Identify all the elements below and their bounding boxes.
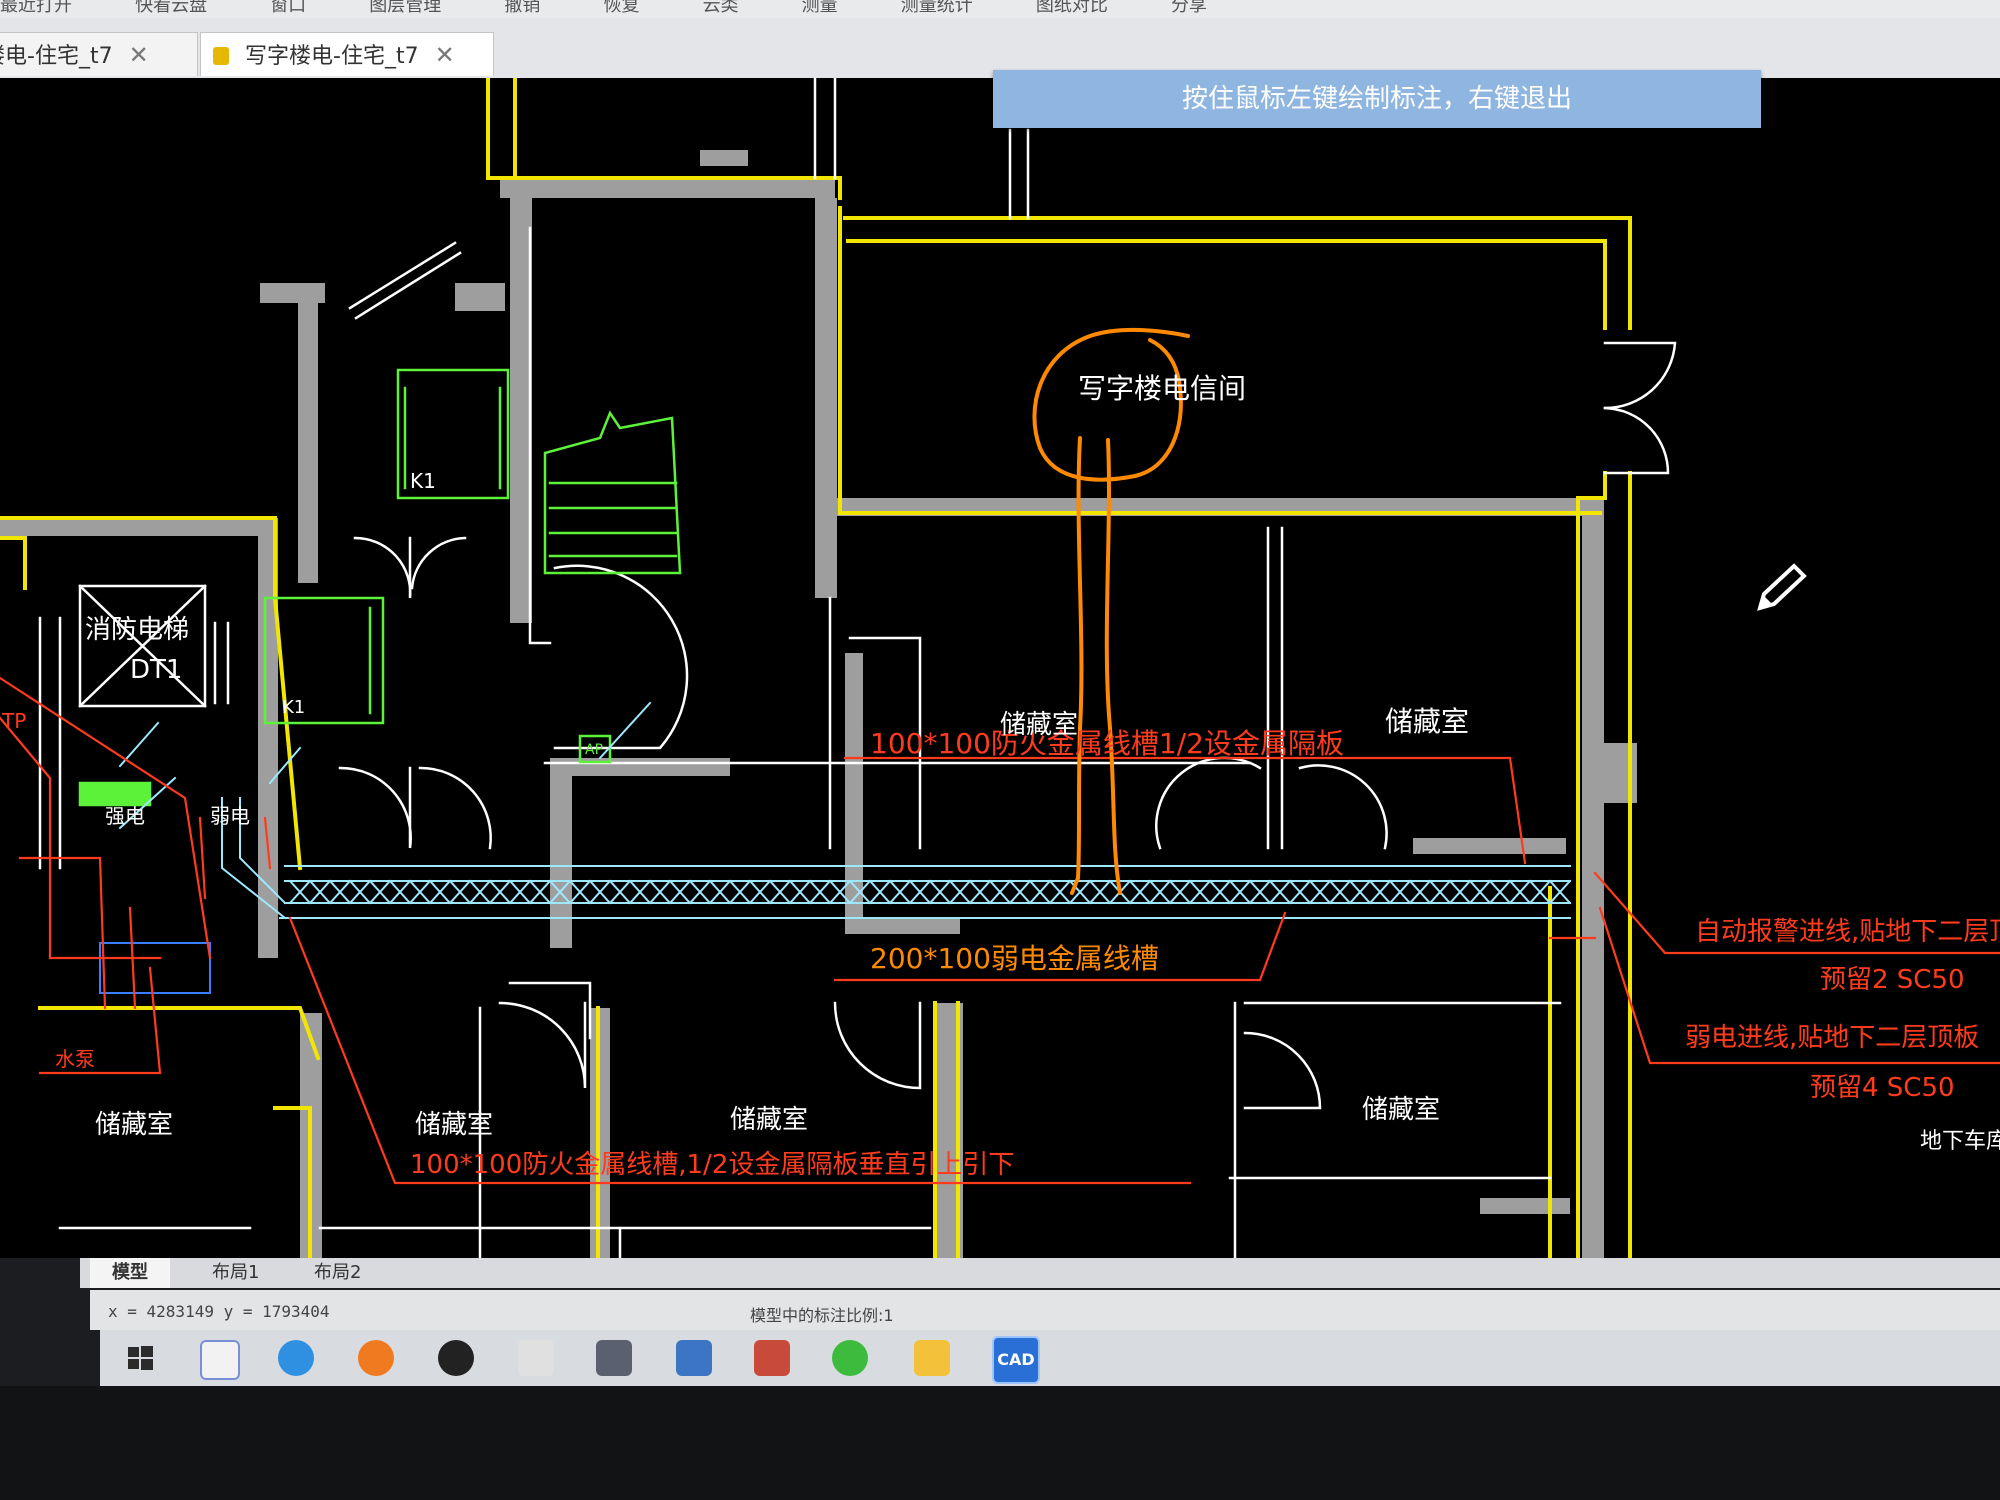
menu-item-compare[interactable]: 图纸对比 <box>1035 0 1108 16</box>
label-garage: 地下车库 <box>1920 1129 2000 1154</box>
windows-start-icon[interactable] <box>122 1340 158 1376</box>
spreadsheet-icon[interactable] <box>676 1340 712 1376</box>
annotation-scale: 模型中的标注比例:1 <box>750 1306 894 1325</box>
wechat-icon[interactable] <box>832 1340 868 1376</box>
label-k1: K1 <box>410 469 436 493</box>
archive-icon[interactable] <box>754 1340 790 1376</box>
tab-document-1[interactable]: 楼电-住宅_t7 ✕ <box>0 32 198 76</box>
tab-label: 写字楼电-住宅_t7 <box>245 44 419 69</box>
label-distribution-a: 强电 <box>105 804 145 828</box>
tab-document-2[interactable]: 写字楼电-住宅_t7 ✕ <box>200 32 494 76</box>
document-tab-bar: 楼电-住宅_t7 ✕ 写字楼电-住宅_t7 ✕ <box>0 18 2000 80</box>
label-office-telecom-room: 写字楼电信间 <box>1078 372 1246 405</box>
layout-tab-bar: 模型 布局1 布局2 <box>80 1258 2000 1288</box>
label-ap: AP <box>585 742 603 758</box>
status-bar: x = 4283149 y = 1793404 模型中的标注比例:1 <box>90 1290 2000 1330</box>
label-fire-tray-2: 100*100防火金属线槽,1/2设金属隔板垂直引上引下 <box>410 1150 1014 1180</box>
label-weak-tray: 200*100弱电金属线槽 <box>870 942 1159 975</box>
lock-icon <box>213 47 229 65</box>
label-dt1: DT1 <box>130 655 182 685</box>
label-tp: TP <box>1 709 26 733</box>
menu-item-cloud-type[interactable]: 云类 <box>702 0 739 16</box>
label-reserve-4-sc50: 预留4 SC50 <box>1810 1073 1955 1103</box>
menu-bar: 最近打开 快看云盘 窗口 图层管理 撤销 恢复 云类 测量 测量统计 图纸对比 … <box>0 0 2000 18</box>
tab-layout-1[interactable]: 布局1 <box>212 1262 260 1283</box>
sogou-icon[interactable] <box>358 1340 394 1376</box>
menu-item-measure[interactable]: 测量 <box>801 0 838 16</box>
label-fire-tray-1: 100*100防火金属线槽1/2设金属隔板 <box>870 727 1344 760</box>
close-icon[interactable]: ✕ <box>128 41 149 69</box>
pen-icon[interactable] <box>518 1340 554 1376</box>
cursor-coordinates: x = 4283149 y = 1793404 <box>108 1302 330 1321</box>
cad-icon-label: CAD <box>997 1350 1035 1369</box>
label-storage-bl: 储藏室 <box>95 1110 173 1140</box>
menu-item-window[interactable]: 窗口 <box>270 0 307 16</box>
label-reserve-2-sc50: 预留2 SC50 <box>1820 965 1965 995</box>
calculator-icon[interactable] <box>596 1340 632 1376</box>
label-distribution-b: 弱电 <box>210 804 250 828</box>
label-storage-b2: 储藏室 <box>730 1105 808 1135</box>
label-storage: 储藏室 <box>1362 1095 1440 1125</box>
menu-item-cloud[interactable]: 快看云盘 <box>135 0 208 16</box>
folder-icon[interactable] <box>914 1340 950 1376</box>
label-storage-b1: 储藏室 <box>415 1110 493 1140</box>
tab-label: 楼电-住宅_t7 <box>0 44 113 69</box>
close-icon[interactable]: ✕ <box>434 41 455 69</box>
label-weak-inlet: 弱电进线,贴地下二层顶板 <box>1685 1023 1979 1053</box>
command-hint-banner: 按住鼠标左键绘制标注，右键退出 <box>993 70 1761 128</box>
photos-icon[interactable] <box>200 1340 240 1380</box>
browser-icon[interactable] <box>278 1340 314 1376</box>
taskbar: CAD <box>100 1330 2000 1386</box>
label-pump: 水泵 <box>55 1047 95 1071</box>
tab-layout-2[interactable]: 布局2 <box>314 1262 362 1283</box>
menu-item-undo[interactable]: 撤销 <box>504 0 541 16</box>
qq-icon[interactable] <box>438 1340 474 1376</box>
label-fire-alarm-inlet: 自动报警进线,贴地下二层顶板 <box>1695 917 2000 947</box>
menu-item-measure-stats[interactable]: 测量统计 <box>900 0 973 16</box>
menu-item-share[interactable]: 分享 <box>1170 0 1207 16</box>
cad-icon[interactable]: CAD <box>992 1336 1040 1384</box>
tab-model[interactable]: 模型 <box>90 1258 170 1288</box>
label-fire-elevator: 消防电梯 <box>85 615 189 645</box>
label-storage-right: 储藏室 <box>1385 705 1469 738</box>
menu-item-recent[interactable]: 最近打开 <box>0 0 72 16</box>
label-storage-mid: 储藏室 <box>1000 710 1078 740</box>
menu-item-layers[interactable]: 图层管理 <box>369 0 442 16</box>
cad-drawing-canvas[interactable]: 写字楼电信间 100*100防火金属线槽1/2设金属隔板 储藏室 储藏室 200… <box>0 78 2000 1258</box>
label-k1-b: K1 <box>282 697 305 718</box>
menu-item-redo[interactable]: 恢复 <box>603 0 640 16</box>
monitor-bezel <box>0 1386 2000 1500</box>
